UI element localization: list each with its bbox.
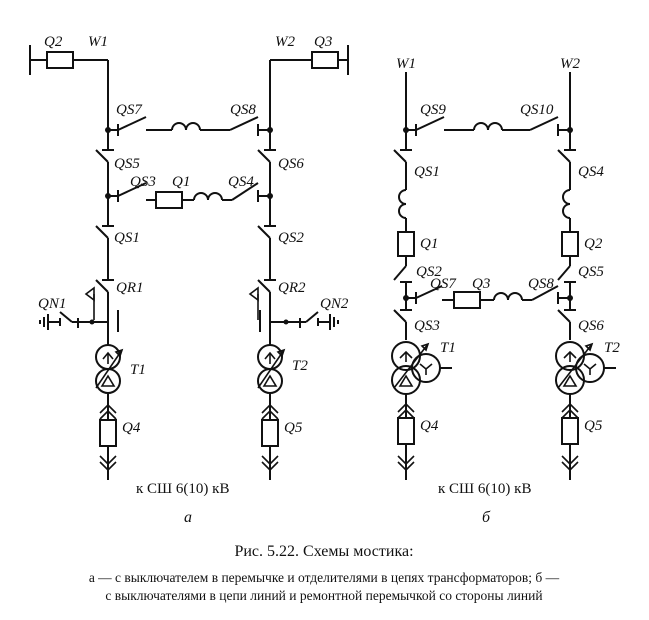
label-a-qs4: QS4 (228, 174, 254, 190)
scheme-a-w2-entry (269, 45, 349, 130)
label-a-q2: Q2 (44, 34, 63, 50)
label-b-qs3: QS3 (414, 318, 440, 334)
label-a-q3: Q3 (314, 34, 332, 50)
bus-label-b: к СШ 6(10) кВ (438, 481, 531, 497)
label-a-qn1: QN1 (38, 296, 66, 312)
sublabel-b: б (482, 509, 491, 526)
label-a-t1: T1 (130, 362, 146, 378)
scheme-a-w1-entry (29, 45, 109, 130)
label-a-w1: W1 (88, 34, 108, 50)
label-a-t2: T2 (292, 358, 308, 374)
sublabel-a: а (184, 509, 192, 526)
label-b-qs2: QS2 (416, 264, 442, 280)
label-b-qs8: QS8 (528, 276, 554, 292)
scheme-a-right-column (248, 130, 339, 480)
label-a-qs2: QS2 (278, 230, 304, 246)
scheme-b-right-column (555, 72, 616, 480)
label-b-qs9: QS9 (420, 102, 446, 118)
label-a-w2: W2 (275, 34, 295, 50)
label-b-w1: W1 (396, 56, 416, 72)
scheme-b-top-bridge (406, 116, 570, 136)
caption-title: Рис. 5.22. Схемы мостика: (234, 543, 413, 560)
scheme-a: Q2 W1 W2 Q3 QS7 QS8 QS5 QS6 QS3 Q1 QS4 Q… (29, 34, 349, 526)
label-a-qr1: QR1 (116, 280, 144, 296)
label-b-t1: T1 (440, 340, 456, 356)
label-a-qs8: QS8 (230, 102, 256, 118)
label-b-w2: W2 (560, 56, 580, 72)
label-b-qs6: QS6 (578, 318, 604, 334)
scheme-b: W1 W2 QS9 QS10 QS1 QS4 Q1 Q2 QS2 QS5 QS7… (391, 56, 620, 526)
label-b-q1: Q1 (420, 236, 438, 252)
label-a-q4: Q4 (122, 420, 141, 436)
label-a-qs7: QS7 (116, 102, 143, 118)
label-b-q3: Q3 (472, 276, 490, 292)
label-a-qs1: QS1 (114, 230, 140, 246)
label-b-t2: T2 (604, 340, 620, 356)
label-a-qs3: QS3 (130, 174, 156, 190)
scheme-a-top-bridge (105, 116, 273, 136)
caption-line-2: с выключателями в цепи линий и ремонтной… (105, 588, 542, 603)
label-a-qs6: QS6 (278, 156, 304, 172)
label-a-q1: Q1 (172, 174, 190, 190)
label-b-q5: Q5 (584, 418, 603, 434)
label-a-qr2: QR2 (278, 280, 306, 296)
scheme-a-middle-bridge (108, 182, 270, 209)
label-b-qs4: QS4 (578, 164, 604, 180)
label-b-q2: Q2 (584, 236, 603, 252)
label-a-qn2: QN2 (320, 296, 349, 312)
label-a-qs5: QS5 (114, 156, 140, 172)
label-b-qs10: QS10 (520, 102, 554, 118)
bus-label-a: к СШ 6(10) кВ (136, 481, 229, 497)
scheme-a-left-column (39, 130, 124, 480)
scheme-b-lower-bridge (406, 285, 570, 309)
label-b-qs1: QS1 (414, 164, 440, 180)
scheme-b-left-column (391, 72, 452, 480)
label-b-q4: Q4 (420, 418, 439, 434)
figure-caption: Рис. 5.22. Схемы мостика: а — с выключат… (89, 543, 560, 603)
caption-line-1: а — с выключателем в перемычке и отделит… (89, 570, 560, 585)
label-a-q5: Q5 (284, 420, 303, 436)
label-b-qs7: QS7 (430, 276, 457, 292)
label-b-qs5: QS5 (578, 264, 604, 280)
